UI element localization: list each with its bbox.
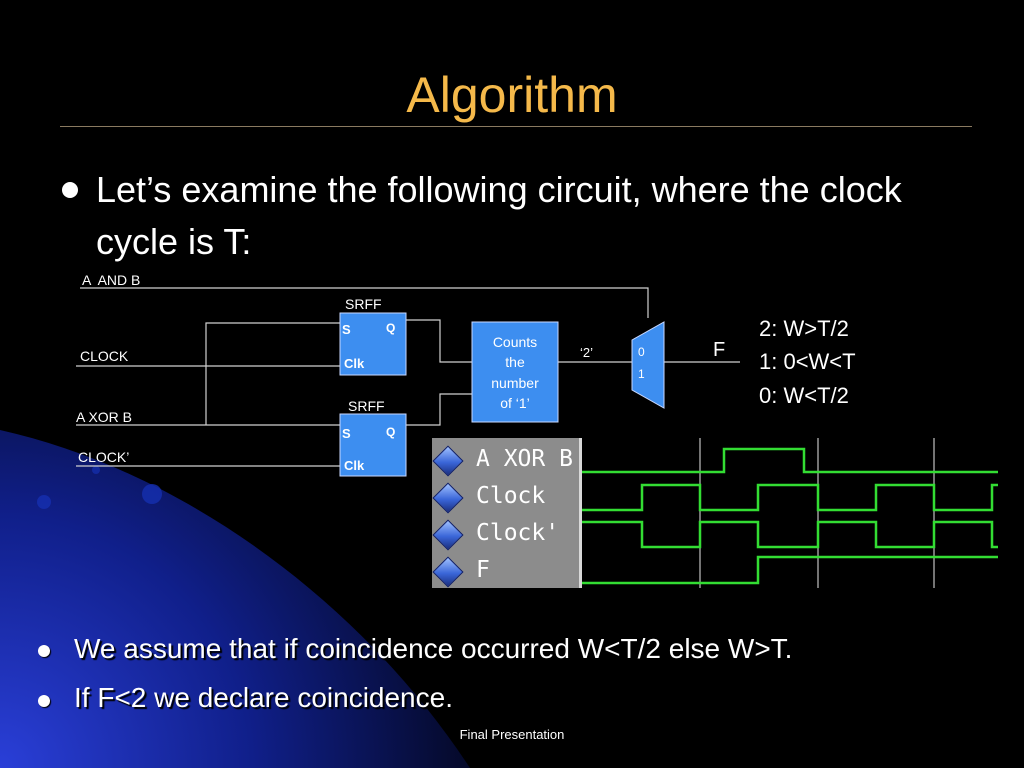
bullet-assumption: We assume that if coincidence occurred W… [74, 633, 793, 664]
wire-q2 [406, 393, 472, 426]
trace-f [582, 555, 998, 585]
wire-q1 [406, 319, 472, 363]
decor-dot [142, 484, 162, 504]
footer-text: Final Presentation [459, 727, 565, 742]
signal-name: Clock' [476, 520, 560, 546]
diamond-icon [432, 556, 464, 588]
srff-1-q: Q [386, 321, 395, 335]
bullet-intro: Let’s examine the following circuit, whe… [96, 169, 902, 262]
srff-2-q: Q [386, 425, 395, 439]
wire-s-branch [205, 322, 340, 425]
output-f-label: F [713, 339, 725, 361]
trace-clock-inv [582, 520, 998, 549]
diamond-icon [432, 519, 464, 551]
slide-title: Algorithm [406, 67, 618, 123]
signal-name: A XOR B [476, 446, 573, 472]
label-a-and-b: A AND B [82, 272, 140, 288]
label-clock: CLOCK [80, 348, 129, 364]
srff-1-label: SRFF [345, 296, 382, 312]
signal-divider [579, 438, 582, 588]
signal-row-clock-inv[interactable]: Clock' [432, 518, 579, 551]
signal-list: A XOR B Clock Clock' F [432, 438, 579, 588]
mux-block [631, 321, 665, 409]
mux-input-0: 0 [638, 345, 645, 359]
signal-name: Clock [476, 483, 546, 509]
srff-2-clk: Clk [344, 458, 365, 473]
srff-1-block [339, 312, 407, 376]
waveform-panel: A XOR B Clock Clock' F [432, 438, 998, 588]
counter-line-4: of ‘1’ [500, 395, 530, 411]
label-clock-inv: CLOCK’ [78, 449, 129, 465]
srff-2-label: SRFF [348, 398, 385, 414]
mux-input-1: 1 [638, 367, 645, 381]
counter-line-2: the [505, 354, 525, 370]
signal-row-f[interactable]: F [432, 555, 579, 588]
diamond-icon [432, 482, 464, 514]
legend-line-3: 0: W<T/2 [759, 383, 849, 408]
signal-row-a-xor-b[interactable]: A XOR B [432, 444, 579, 477]
srff-2-s: S [342, 426, 351, 441]
signal-row-clock[interactable]: Clock [432, 481, 579, 514]
srff-1-clk: Clk [344, 356, 365, 371]
trace-a-xor-b [582, 447, 998, 474]
bullet-dot [62, 182, 78, 198]
signal-name: F [476, 557, 490, 583]
srff-2-block [339, 413, 407, 477]
decor-dot [92, 466, 100, 474]
label-a-xor-b: A XOR B [76, 409, 132, 425]
counter-block [471, 321, 559, 423]
legend-line-2: 1: 0<W<T [759, 349, 856, 374]
bullet-declaration: If F<2 we declare coincidence. [74, 682, 453, 713]
legend-line-1: 2: W>T/2 [759, 316, 849, 341]
diamond-icon [432, 445, 464, 477]
mux-select-label: ‘2’ [580, 345, 593, 360]
decor-dot [37, 495, 51, 509]
trace-clock [582, 483, 998, 512]
bullet-dot [38, 645, 50, 657]
waveform-traces [582, 438, 998, 588]
counter-line-1: Counts [493, 334, 537, 350]
srff-1-s: S [342, 322, 351, 337]
wire-a-and-b [80, 287, 649, 318]
bullet-dot [38, 695, 50, 707]
counter-line-3: number [491, 375, 539, 391]
title-divider [60, 126, 972, 127]
